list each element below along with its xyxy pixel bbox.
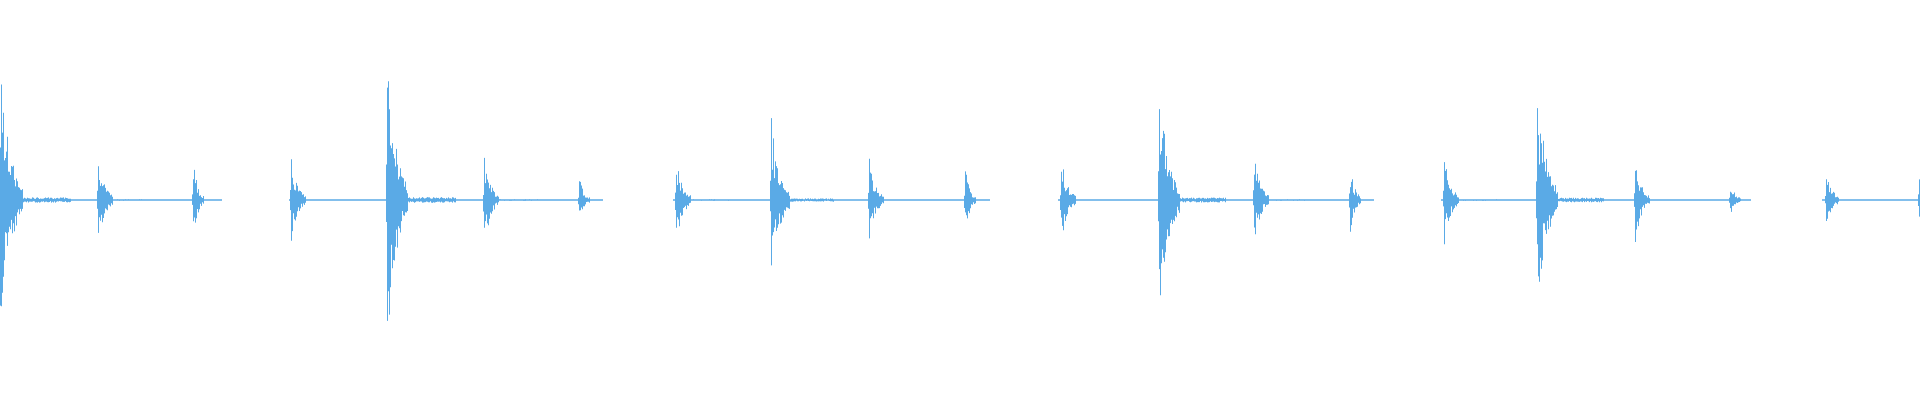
waveform-bars <box>0 81 1920 321</box>
